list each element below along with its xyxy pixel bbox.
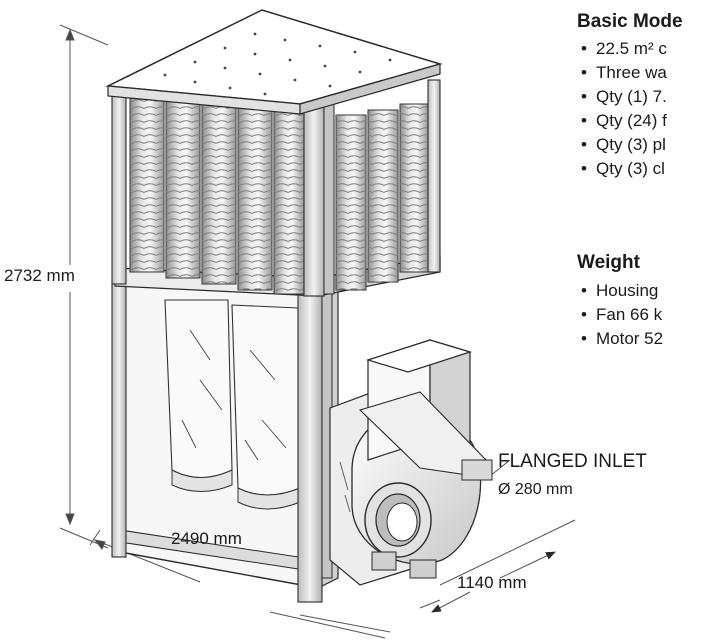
weight-item: Fan 66 k [578, 303, 663, 327]
spec-item: Qty (3) pl [578, 133, 667, 157]
weight-title: Weight [577, 252, 640, 273]
top-lid [105, 9, 443, 115]
depth-dimension-line [419, 519, 576, 613]
spec-item: Qty (1) 7. [578, 85, 667, 109]
spec-item: Qty (24) f [578, 109, 667, 133]
inlet-leader-line [489, 459, 511, 477]
basic-model-list: 22.5 m² c Three wa Qty (1) 7. Qty (24) f… [578, 37, 667, 181]
weight-list: Housing Fan 66 k Motor 52 [578, 279, 663, 351]
inlet-diameter-label: Ø 280 mm [498, 481, 573, 498]
spec-item: Three wa [578, 61, 667, 85]
spec-item: 22.5 m² c [578, 37, 667, 61]
weight-item: Motor 52 [578, 327, 663, 351]
weight-item: Housing [578, 279, 663, 303]
height-dimension-label: 2732 mm [4, 266, 75, 285]
basic-model-title: Basic Mode [577, 11, 683, 32]
height-dimension-line [59, 24, 109, 549]
lower-cabinet [111, 281, 339, 603]
length-dimension-label: 2490 mm [171, 529, 242, 548]
spec-item: Qty (3) cl [578, 157, 667, 181]
filter-bags [129, 91, 429, 295]
blower-fan [329, 339, 493, 586]
depth-dimension-label: 1140 mm [457, 573, 527, 592]
flanged-inlet-label: FLANGED INLET [498, 451, 647, 472]
